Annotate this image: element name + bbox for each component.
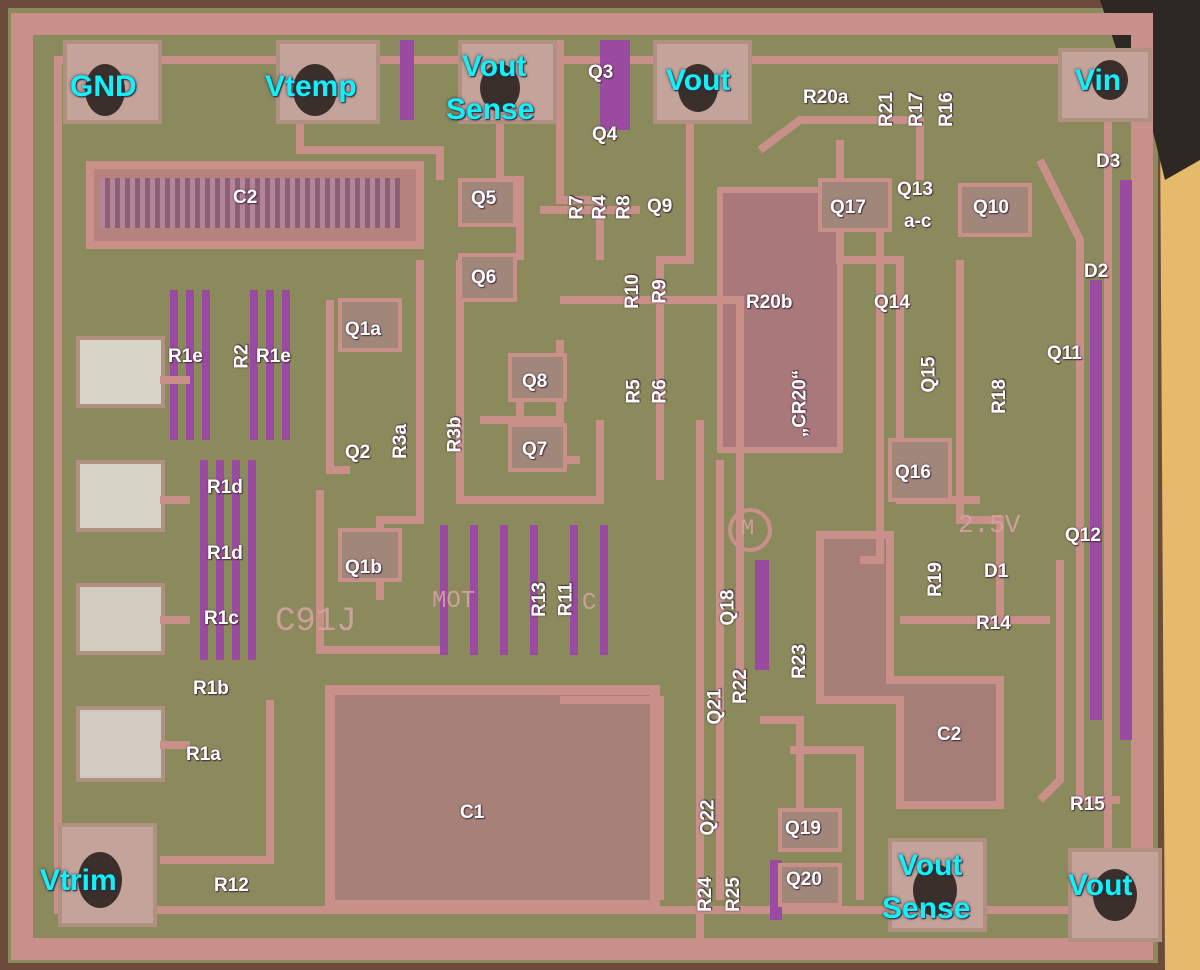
label-r4: R4 xyxy=(589,195,611,220)
label-r20b: R20b xyxy=(746,292,793,313)
label-r10: R10 xyxy=(621,274,643,309)
label-r22: R22 xyxy=(729,669,751,704)
label-r1d-top: R1d xyxy=(207,477,243,498)
label-r12: R12 xyxy=(214,875,249,896)
label-r2: R2 xyxy=(231,344,253,369)
marking-c91j: C91J xyxy=(275,603,357,641)
label-r3b: R3b xyxy=(444,416,466,453)
label-c1: C1 xyxy=(460,802,485,823)
transistor-cells xyxy=(338,178,1032,907)
pad-label-vout-sense-bottom-line1: Vout xyxy=(898,849,963,882)
label-r18: R18 xyxy=(988,379,1010,414)
c2-top-fingers xyxy=(100,178,400,228)
label-q13: Q13 xyxy=(897,179,933,200)
trim-fuse-1 xyxy=(76,336,165,408)
label-c2-top: C2 xyxy=(233,187,258,208)
pad-label-gnd: GND xyxy=(70,70,137,103)
label-q8: Q8 xyxy=(522,371,548,392)
label-r1a: R1a xyxy=(186,744,221,765)
outer-metal-ring xyxy=(11,13,1153,960)
label-r8: R8 xyxy=(613,195,635,220)
pad-label-vout-sense-bottom-line2: Sense xyxy=(882,892,971,925)
bond-wire-marks xyxy=(78,60,1137,921)
label-q22: Q22 xyxy=(697,799,719,836)
label-r11: R11 xyxy=(555,582,577,617)
c2-right-plate xyxy=(816,531,1004,809)
label-q13-sub: a-c xyxy=(904,211,932,232)
trim-fuse-4 xyxy=(76,706,165,782)
label-r6: R6 xyxy=(649,379,671,404)
label-q2: Q2 xyxy=(345,442,371,463)
label-r16: R16 xyxy=(935,92,957,127)
pad-label-vout-bottom: Vout xyxy=(1068,869,1133,902)
label-q18: Q18 xyxy=(717,589,739,626)
label-d1: D1 xyxy=(984,561,1009,582)
label-q15: Q15 xyxy=(918,356,940,393)
label-r5: R5 xyxy=(623,379,645,404)
label-q16: Q16 xyxy=(895,462,931,483)
label-q11: Q11 xyxy=(1047,343,1082,364)
label-q4: Q4 xyxy=(592,124,618,145)
label-r1d-bottom: R1d xyxy=(207,543,243,564)
label-d3: D3 xyxy=(1096,151,1121,172)
label-r25: R25 xyxy=(722,877,744,912)
label-r9: R9 xyxy=(649,279,671,304)
label-r3a: R3a xyxy=(389,424,411,459)
label-r1e-left: R1e xyxy=(168,346,203,367)
label-q17: Q17 xyxy=(830,197,866,218)
label-r13: R13 xyxy=(528,582,550,617)
pad-label-vout-sense-top-line2: Sense xyxy=(446,93,535,126)
label-q3: Q3 xyxy=(588,62,614,83)
pad-label-vtemp: Vtemp xyxy=(265,70,357,103)
label-r1b: R1b xyxy=(193,678,229,699)
pad-label-vin: Vin xyxy=(1075,64,1122,97)
label-r21: R21 xyxy=(875,92,897,127)
m-logo-ring xyxy=(728,508,772,552)
label-r7: R7 xyxy=(566,195,588,220)
label-r23: R23 xyxy=(788,644,810,679)
label-q9: Q9 xyxy=(647,196,673,217)
label-r1c: R1c xyxy=(204,608,239,629)
label-q21: Q21 xyxy=(704,688,726,725)
label-q20: Q20 xyxy=(786,869,822,890)
label-c2-right: C2 xyxy=(937,724,962,745)
marking-2-5v: 2.5V xyxy=(958,510,1021,540)
label-q1a: Q1a xyxy=(345,319,381,340)
marking-m: M xyxy=(741,516,755,541)
label-d2: D2 xyxy=(1084,261,1109,282)
label-q6: Q6 xyxy=(471,267,497,288)
label-r14: R14 xyxy=(976,613,1011,634)
label-q5: Q5 xyxy=(471,188,497,209)
label-r17: R17 xyxy=(905,92,927,127)
trim-fuse-3 xyxy=(76,583,165,655)
marking-c: C xyxy=(582,590,597,617)
label-r1e-right: R1e xyxy=(256,346,291,367)
label-q14: Q14 xyxy=(874,292,910,313)
label-r15: R15 xyxy=(1070,794,1105,815)
label-r24: R24 xyxy=(694,877,716,912)
label-q19: Q19 xyxy=(785,818,821,839)
label-q7: Q7 xyxy=(522,439,548,460)
label-cr20: „CR20“ xyxy=(789,369,811,438)
pad-label-vtrim: Vtrim xyxy=(40,864,117,897)
label-r20a: R20a xyxy=(803,87,849,108)
label-r19: R19 xyxy=(924,562,946,597)
marking-mot: MOT xyxy=(432,588,476,615)
label-q12: Q12 xyxy=(1065,525,1101,546)
trim-fuse-2 xyxy=(76,460,165,532)
pad-label-vout-sense-top-line1: Vout xyxy=(462,50,527,83)
label-q1b: Q1b xyxy=(345,557,382,578)
label-q10: Q10 xyxy=(973,197,1009,218)
c1-plate xyxy=(325,685,660,910)
resistor-ladders xyxy=(170,40,1132,920)
pad-label-vout-top: Vout xyxy=(666,64,731,97)
